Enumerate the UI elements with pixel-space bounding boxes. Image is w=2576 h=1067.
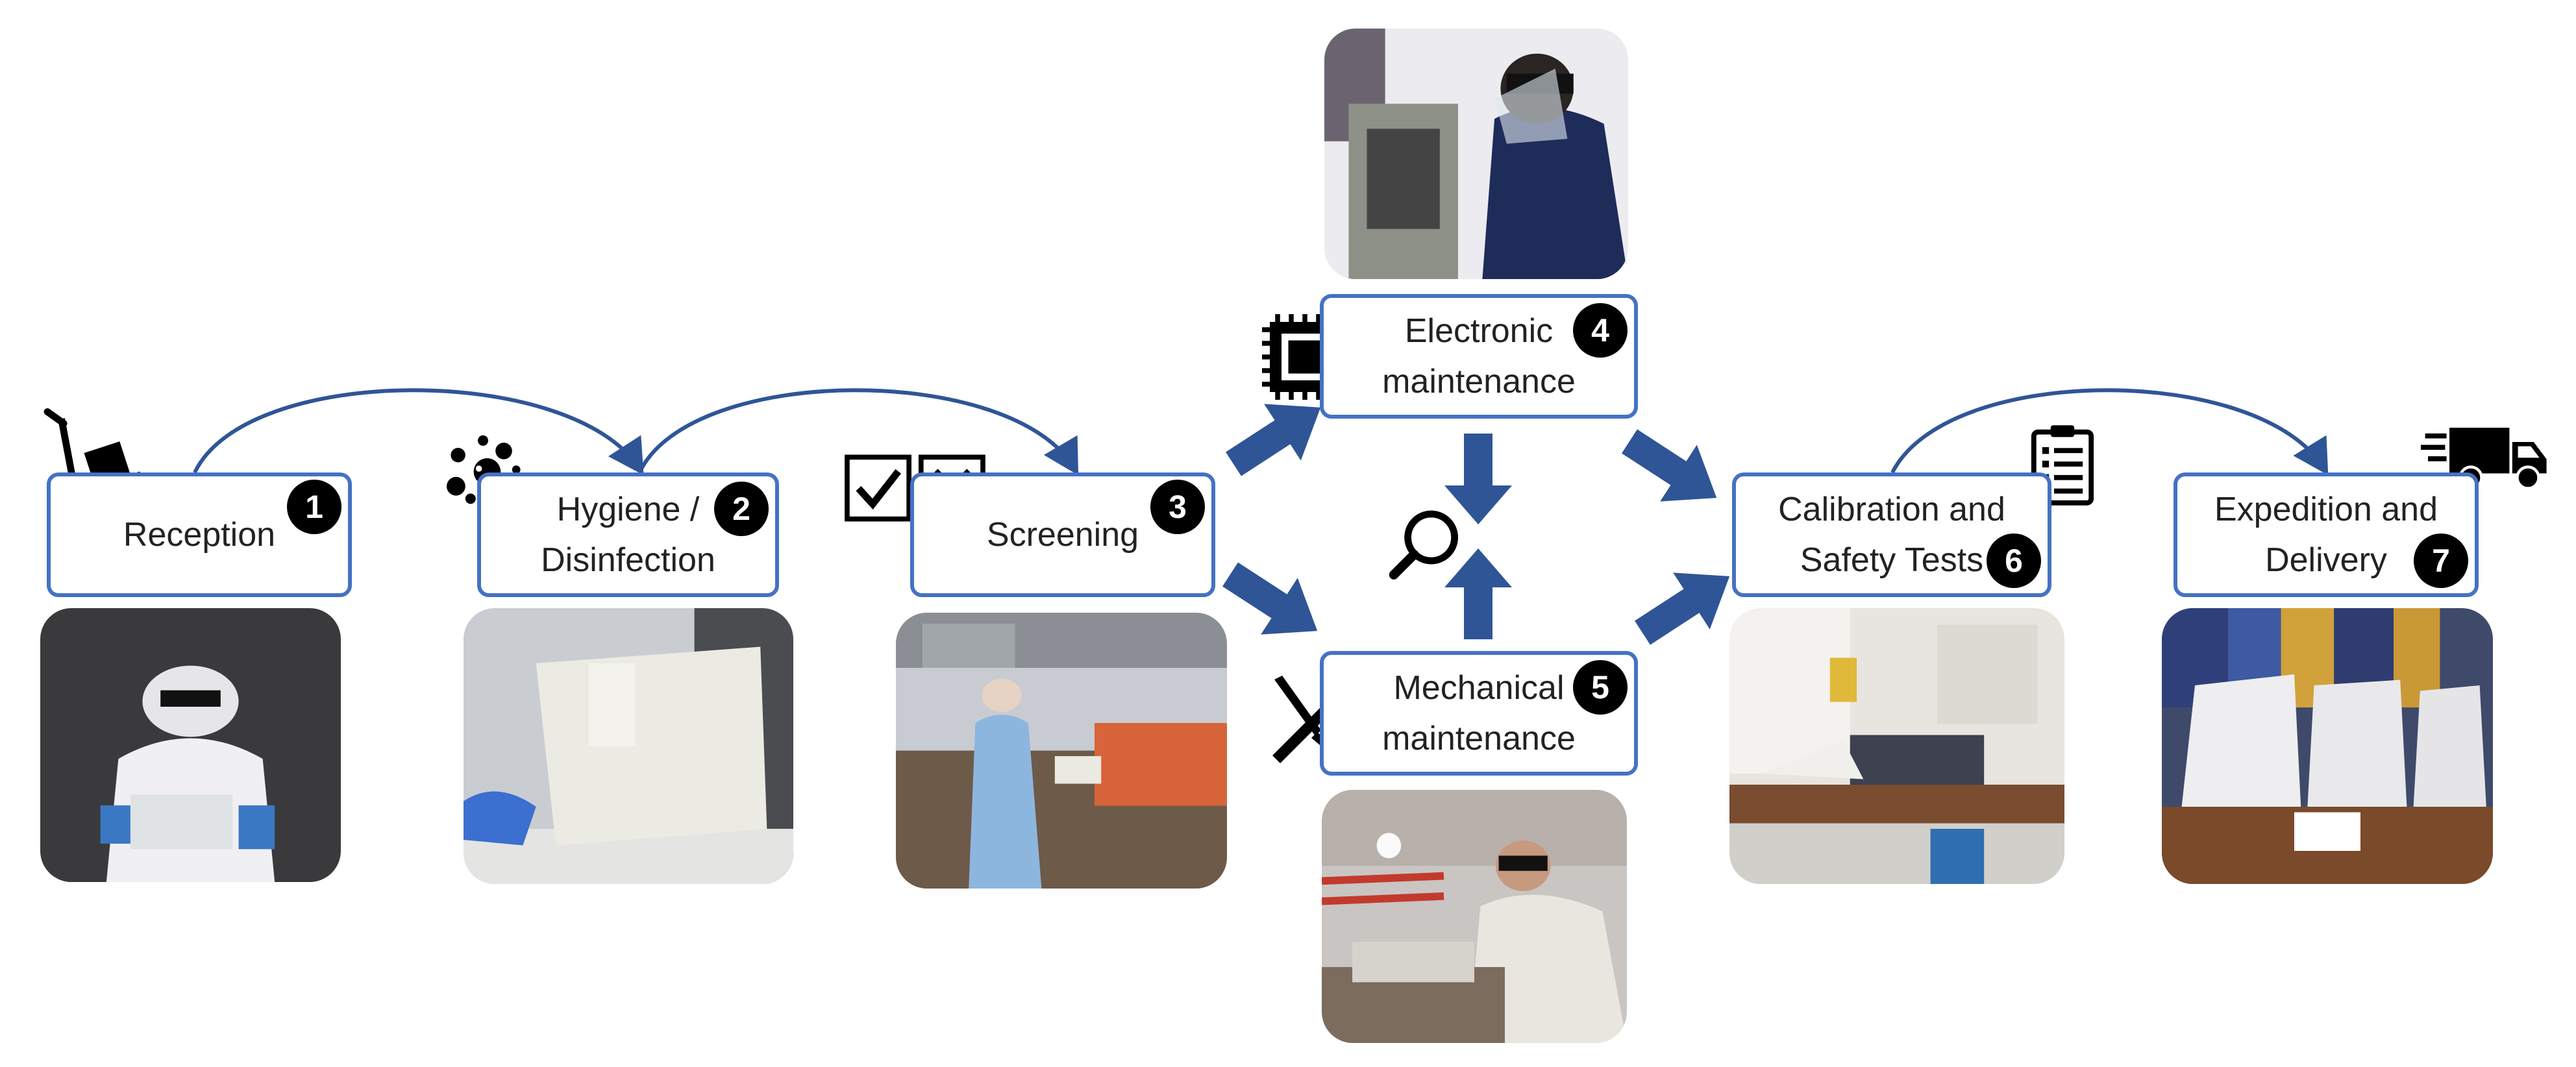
block-arrow-5-to-6 xyxy=(1635,572,1730,645)
step-label-calibration-line2: Safety Tests xyxy=(1800,541,1984,579)
photo-screening xyxy=(896,613,1227,889)
step-badge-6: 6 xyxy=(1987,534,2041,588)
block-arrow-3-to-4 xyxy=(1226,404,1321,476)
step-label-hygiene-line2: Disinfection xyxy=(541,541,715,579)
step-box-screening: Screening 3 xyxy=(910,472,1215,597)
step-box-mechanical-maintenance: Mechanical maintenance 5 xyxy=(1320,651,1638,776)
step-label-expedition-line1: Expedition and xyxy=(2214,491,2438,528)
delivery-truck-icon xyxy=(2420,421,2550,492)
step-box-calibration: Calibration and Safety Tests 6 xyxy=(1732,472,2051,597)
curve-arrow-2-to-3 xyxy=(638,388,1079,476)
block-arrow-5-up xyxy=(1444,548,1512,639)
step-box-reception: Reception 1 xyxy=(47,472,352,597)
photo-electronic-maintenance xyxy=(1324,29,1628,279)
step-label-mechanical-line1: Mechanical xyxy=(1393,669,1565,707)
step-badge-7: 7 xyxy=(2414,534,2468,588)
step-badge-5: 5 xyxy=(1573,660,1628,715)
magnifier-icon xyxy=(1386,506,1464,584)
step-box-expedition: Expedition and Delivery 7 xyxy=(2174,472,2479,597)
step-label-expedition-line2: Delivery xyxy=(2265,541,2387,579)
photo-hygiene xyxy=(464,608,793,884)
step-label-mechanical-line2: maintenance xyxy=(1382,720,1576,757)
step-label-screening: Screening xyxy=(986,516,1139,554)
block-arrow-4-to-6 xyxy=(1622,429,1717,502)
photo-expedition xyxy=(2162,608,2493,884)
step-label-calibration-line1: Calibration and xyxy=(1778,491,2005,528)
step-box-hygiene: Hygiene / Disinfection 2 xyxy=(477,472,779,597)
curve-arrow-6-to-7 xyxy=(1890,388,2329,476)
bubbles-icon xyxy=(441,422,545,526)
step-badge-2: 2 xyxy=(714,482,769,536)
step-label-reception: Reception xyxy=(123,516,276,554)
step-badge-1: 1 xyxy=(287,480,341,534)
step-label-hygiene-line1: Hygiene / xyxy=(556,491,700,528)
photo-reception xyxy=(40,608,341,882)
step-label-electronic-line2: maintenance xyxy=(1382,363,1576,400)
block-arrow-3-to-5 xyxy=(1222,562,1318,635)
step-box-electronic-maintenance: Electronic maintenance 4 xyxy=(1320,294,1638,419)
step-badge-3: 3 xyxy=(1150,480,1205,534)
step-badge-4: 4 xyxy=(1573,303,1628,358)
photo-mechanical-maintenance xyxy=(1322,790,1627,1043)
photo-calibration xyxy=(1729,608,2064,884)
block-arrow-4-down xyxy=(1444,434,1512,524)
curve-arrow-1-to-2 xyxy=(193,388,644,476)
step-label-electronic-line1: Electronic xyxy=(1404,312,1554,350)
